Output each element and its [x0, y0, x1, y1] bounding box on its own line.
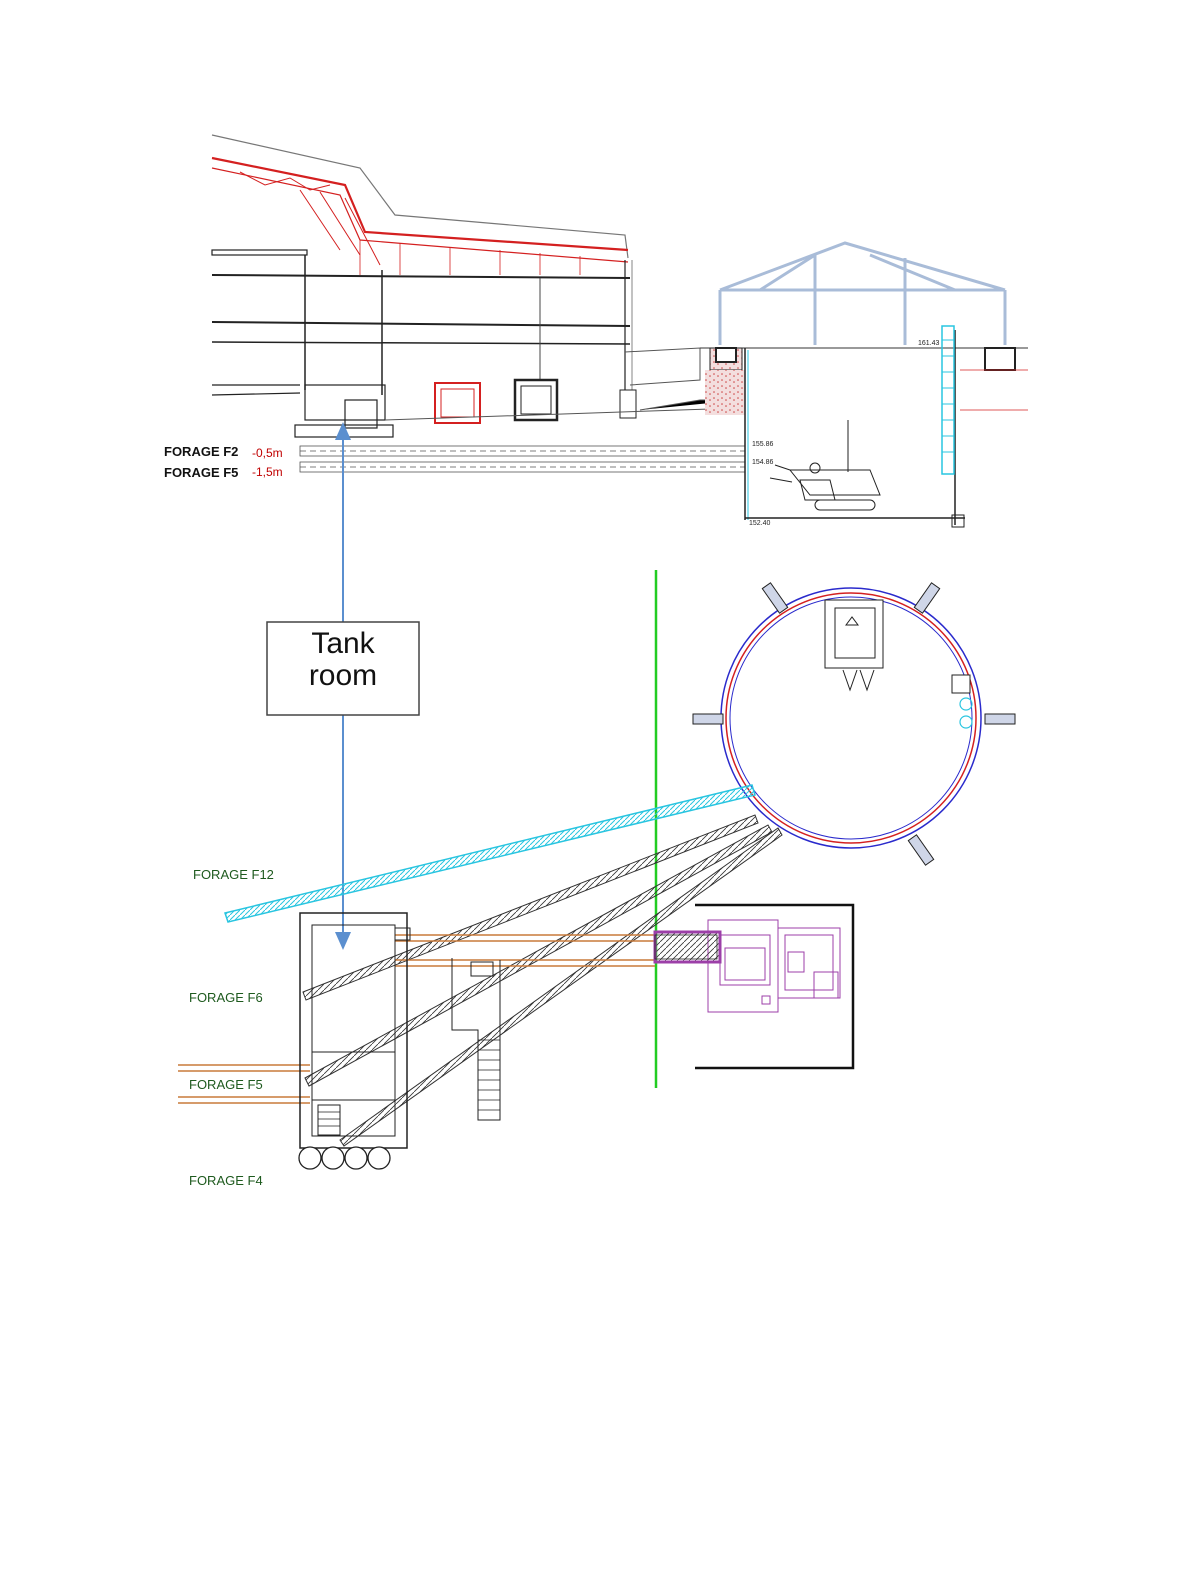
forage-f4-label: FORAGE F4	[189, 1173, 263, 1188]
elevation-mid1: 155.86	[752, 441, 774, 448]
elevation-top: 161.43	[918, 340, 940, 347]
forage-f5-plan-label: FORAGE F5	[189, 1077, 263, 1092]
depth-f2-label: -0,5m	[252, 446, 283, 460]
elevation-bottom: 152.40	[749, 520, 771, 527]
forage-f12-label: FORAGE F12	[193, 867, 274, 882]
tank-room-callout: Tank room	[267, 430, 419, 942]
depth-f5-label: -1,5m	[252, 465, 283, 479]
cross-section-drawing: FORAGE F2 FORAGE F5 -0,5m -1,5m 161.43 1…	[164, 135, 1028, 527]
elevation-mid2: 154.86	[752, 459, 774, 466]
forage-f2-label: FORAGE F2	[164, 444, 238, 459]
forage-f5-label: FORAGE F5	[164, 465, 238, 480]
forage-f6-label: FORAGE F6	[189, 990, 263, 1005]
tank-room-label-line1: Tank	[311, 627, 375, 660]
tank-room-label-line2: room	[309, 659, 377, 692]
